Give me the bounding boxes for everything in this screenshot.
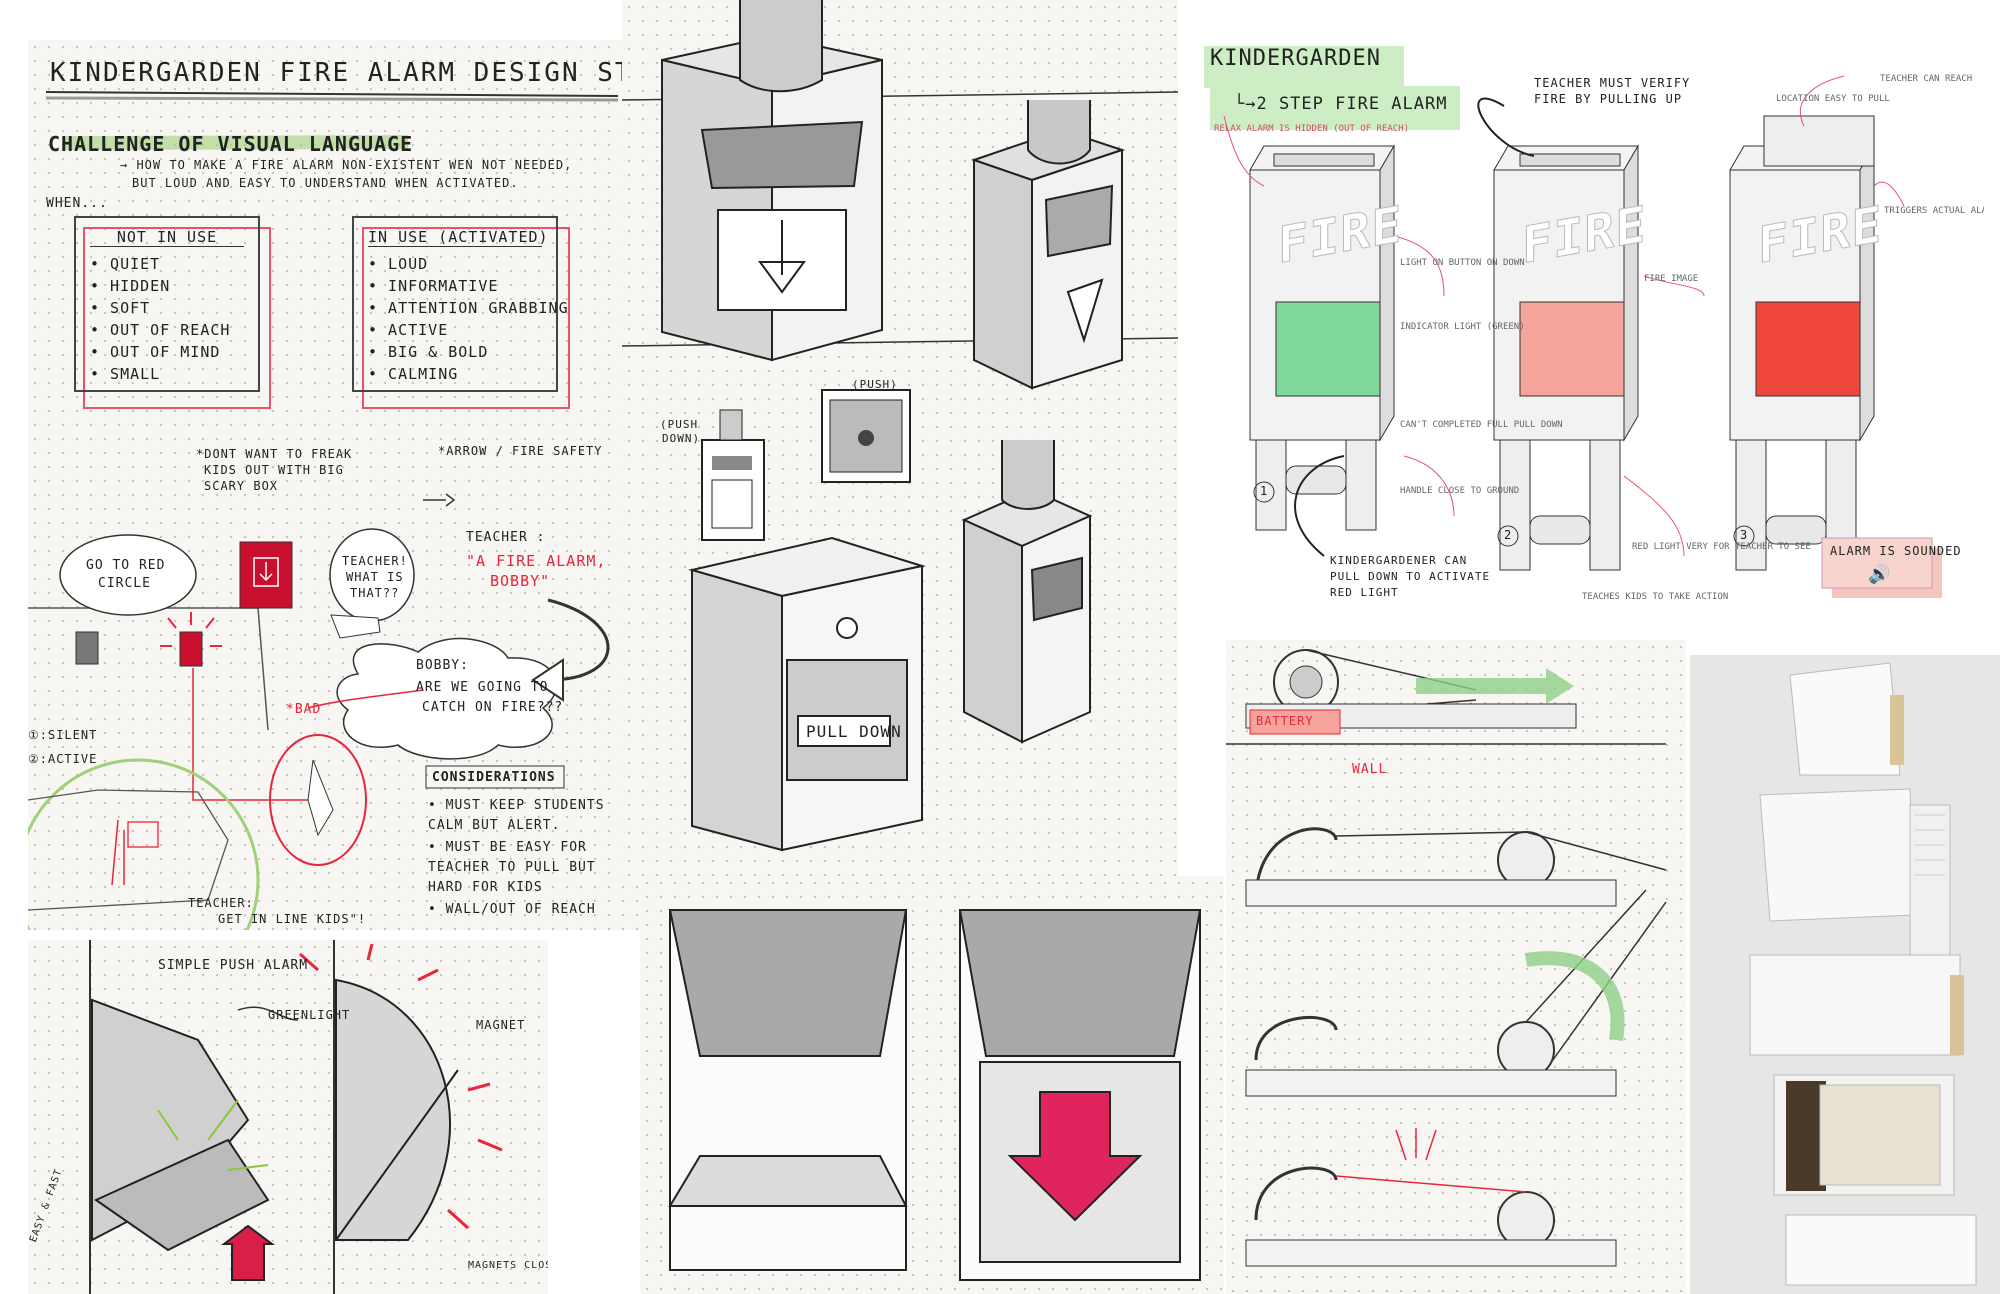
design-statement-page: KINDERGARDEN FIRE ALARM DESIGN STATEMENT… [28, 40, 646, 930]
when-label: WHEN... [46, 196, 108, 211]
teacher-answer-2: BOBBY" [490, 572, 551, 590]
list-item: • INFORMATIVE [368, 277, 499, 295]
question-line-2: BUT LOUD AND EASY TO UNDERSTAND WHEN ACT… [132, 176, 519, 190]
box-sketch-drawings [622, 0, 1178, 852]
mechanism-drawing [1226, 649, 1667, 1267]
statement-sketch-lines [28, 91, 619, 930]
list-item: • CALMING [368, 365, 459, 383]
teacher-line-1: TEACHER: [188, 896, 254, 910]
alarm-sounded-label: ALARM IS SOUNDED [1830, 544, 1962, 558]
render-drawing [1204, 46, 1942, 598]
render-note: TRIGGERS ACTUAL ALARM [1884, 206, 1984, 216]
render-note: RELAX ALARM IS HIDDEN (OUT OF REACH) [1214, 124, 1410, 134]
funnel-sketch-page [640, 876, 1224, 1294]
kinder-pull-2: PULL DOWN TO ACTIVATE [1330, 570, 1491, 583]
step-number: 3 [1740, 528, 1749, 542]
render-note: INDICATOR LIGHT (GREEN) [1400, 322, 1525, 332]
list-item: • LOUD [368, 255, 429, 273]
kinder-pull-1: KINDERGARDENER CAN [1330, 554, 1468, 567]
funnel-drawing [668, 909, 1202, 1281]
push-label: (PUSH) [852, 378, 898, 391]
step-number: 1 [1260, 484, 1269, 498]
render-title-1: KINDERGARDEN [1210, 46, 1381, 71]
push-down-label-2: DOWN) [662, 432, 701, 445]
box-sketches-page: (PUSH) (PUSH DOWN) PULL DOWN [622, 0, 1178, 876]
list-item: • SMALL [90, 365, 161, 383]
wall-label: WALL [1352, 762, 1388, 777]
teacher-question-1: TEACHER! [342, 554, 408, 568]
greenlight-label: GREENLIGHT [268, 1008, 351, 1022]
list-item: • ACTIVE [368, 321, 449, 339]
dont-want-note-3: SCARY BOX [204, 479, 279, 493]
go-to-red-1: GO TO RED [86, 558, 166, 573]
bad-label: *BAD [286, 702, 322, 717]
simple-push-title: SIMPLE PUSH ALARM [158, 958, 309, 973]
render-title-2: └→2 STEP FIRE ALARM [1234, 94, 1448, 114]
render-note: LIGHT ON BUTTON ON DOWN [1400, 258, 1525, 268]
consideration-item: • MUST BE EASY FOR TEACHER TO PULL BUT H… [428, 840, 596, 895]
dont-want-note-1: *DONT WANT TO FREAK [196, 447, 353, 461]
teacher-question-2: WHAT IS [346, 570, 404, 584]
model-pieces [1690, 655, 2000, 1294]
two-step-render: KINDERGARDEN └→2 STEP FIRE ALARM TEACHER… [1204, 36, 1984, 636]
not-in-use-heading: NOT IN USE [90, 228, 244, 247]
list-item: • SOFT [90, 299, 151, 317]
list-item: • HIDDEN [90, 277, 171, 295]
render-note: FIRE IMAGE [1644, 274, 1699, 284]
considerations-heading: CONSIDERATIONS [432, 770, 556, 785]
render-note: TEACHER CAN REACH [1880, 74, 1973, 84]
magnet-label: MAGNET [476, 1018, 526, 1032]
teacher-label: TEACHER : [466, 530, 546, 545]
arrow-note: *ARROW / FIRE SAFETY [438, 444, 603, 458]
statement-title: KINDERGARDEN FIRE ALARM DESIGN STATEMENT [50, 58, 646, 88]
simple-push-drawing [89, 940, 503, 1294]
in-use-heading: IN USE (ACTIVATED) [368, 228, 549, 247]
not-in-use-box: NOT IN USE • QUIET • HIDDEN • SOFT • OUT… [74, 216, 260, 392]
step-number: 2 [1504, 528, 1513, 542]
teacher-question-3: THAT?? [350, 586, 400, 600]
battery-label: BATTERY [1256, 714, 1314, 728]
teacher-verify-1: TEACHER MUST VERIFY [1534, 76, 1691, 90]
magnets-label: MAGNETS CLOSE W [468, 1260, 548, 1271]
pull-down-label: PULL DOWN [806, 722, 902, 741]
kinder-pull-3: RED LIGHT [1330, 586, 1399, 599]
push-down-label-1: (PUSH [660, 418, 699, 431]
bobby-label: BOBBY: [416, 658, 469, 673]
question-line-1: → HOW TO MAKE A FIRE ALARM NON-EXISTENT … [120, 158, 573, 172]
render-note: RED LIGHT VERY FOR TEACHER TO SEE [1632, 542, 1811, 552]
bobby-question-2: CATCH ON FIRE??? [422, 700, 564, 715]
challenge-heading: CHALLENGE OF VISUAL LANGUAGE [48, 132, 414, 156]
in-use-box: IN USE (ACTIVATED) • LOUD • INFORMATIVE … [352, 216, 569, 392]
render-note: TEACHES KIDS TO TAKE ACTION [1582, 592, 1729, 602]
mechanism-page: BATTERY WALL [1226, 640, 1686, 1294]
simple-push-page: SIMPLE PUSH ALARM GREENLIGHT MAGNET EASY… [28, 940, 548, 1294]
render-note: LOCATION EASY TO PULL [1776, 94, 1890, 104]
list-item: • BIG & BOLD [368, 343, 489, 361]
consideration-item: • WALL/OUT OF REACH [428, 902, 596, 917]
bobby-question-1: ARE WE GOING TO [416, 680, 549, 695]
dont-want-note-2: KIDS OUT WITH BIG [204, 463, 344, 477]
teacher-line-2: GET IN LINE KIDS"! [218, 912, 367, 926]
active-label: ②:ACTIVE [28, 752, 98, 766]
model-photo [1690, 655, 2000, 1294]
consideration-item: • MUST KEEP STUDENTS CALM BUT ALERT. [428, 798, 605, 833]
teacher-verify-2: FIRE BY PULLING UP [1534, 92, 1683, 106]
list-item: • OUT OF REACH [90, 321, 231, 339]
render-note: HANDLE CLOSE TO GROUND [1400, 486, 1520, 496]
list-item: • QUIET [90, 255, 161, 273]
silent-label: ①:SILENT [28, 728, 98, 742]
teacher-answer-1: "A FIRE ALARM, [466, 552, 607, 570]
go-to-red-2: CIRCLE [98, 576, 151, 591]
render-note: CAN'T COMPLETED FULL PULL DOWN [1400, 420, 1563, 430]
list-item: • OUT OF MIND [90, 343, 221, 361]
list-item: • ATTENTION GRABBING [368, 299, 569, 317]
speaker-icon: 🔊 [1868, 564, 1891, 585]
